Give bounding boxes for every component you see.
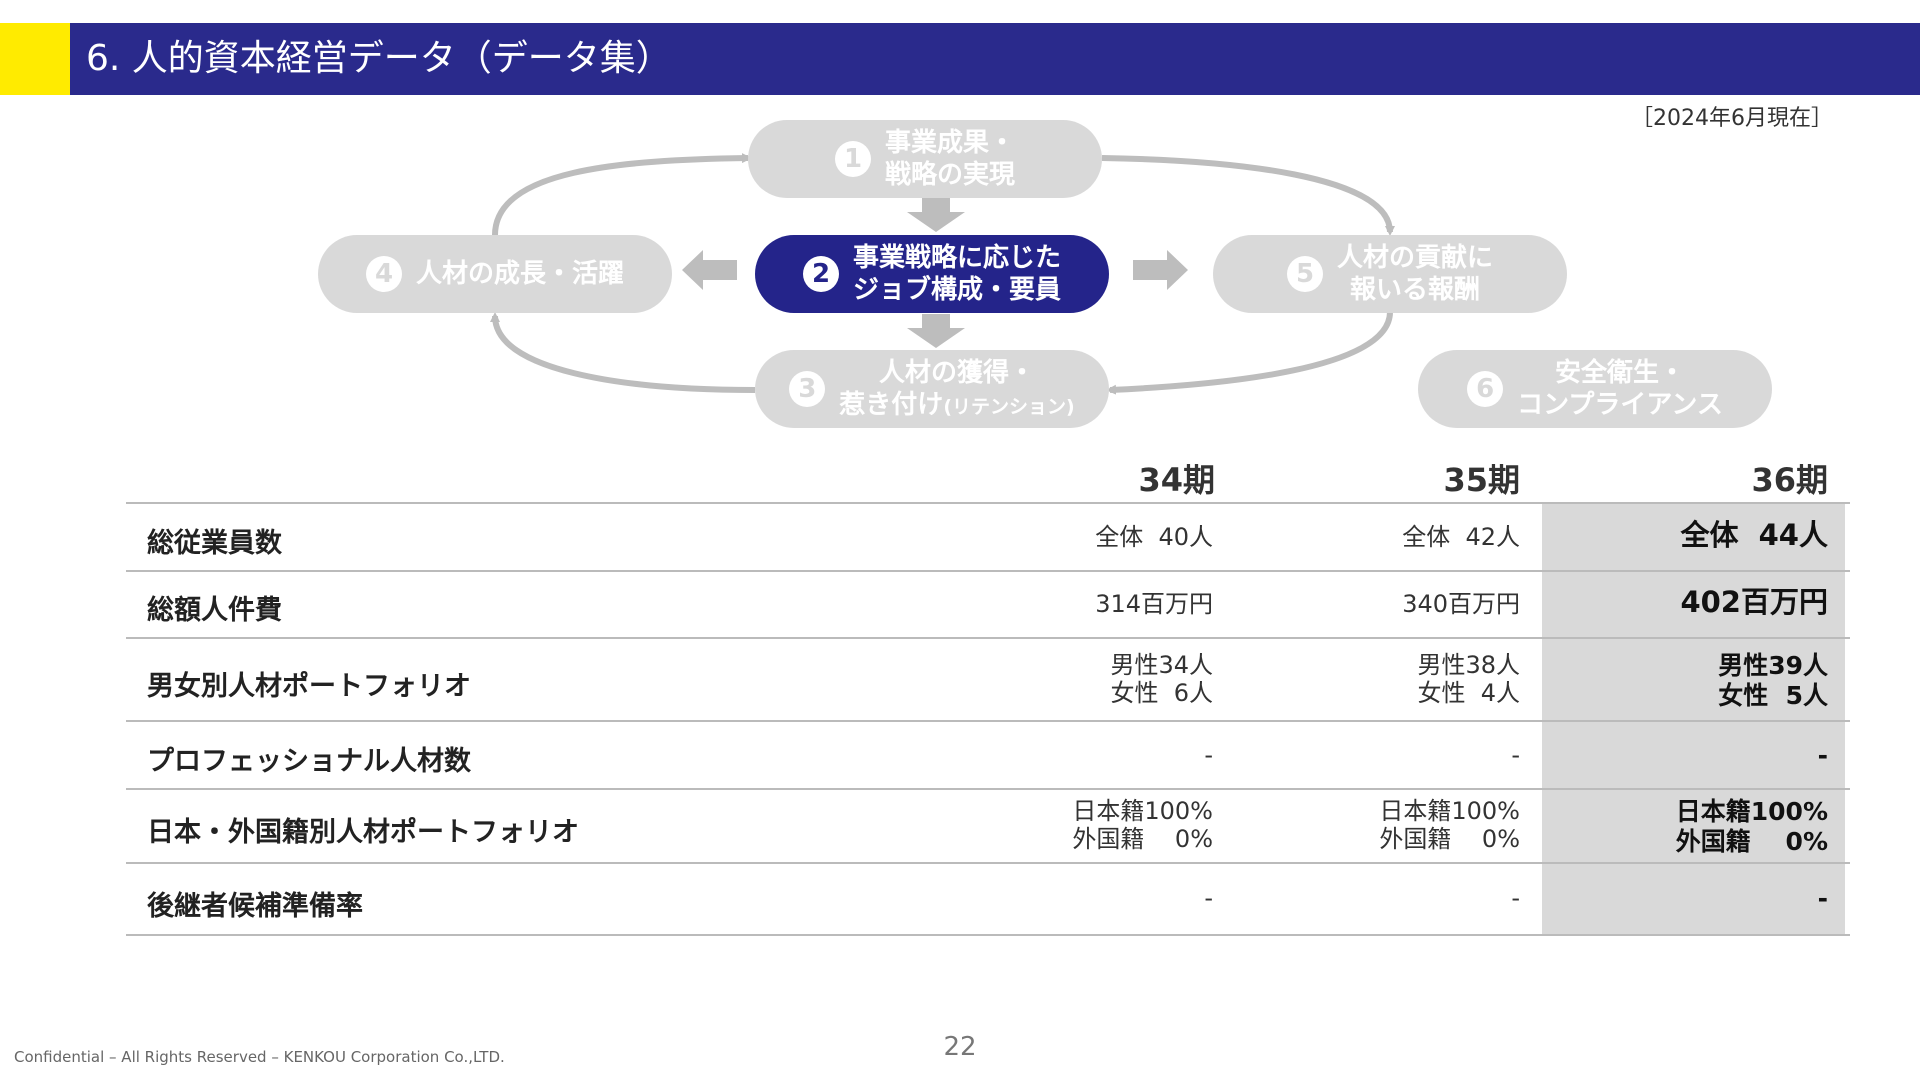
date-note: ［2024年6月現在］: [1631, 106, 1833, 131]
cell-nationality-34: 日本籍100% 外国籍 0%: [1072, 797, 1213, 854]
cycle-arrows: [490, 153, 1395, 395]
row-label-professional: プロフェッショナル人材数: [147, 746, 471, 777]
row-label-successor-rate: 後継者候補準備率: [147, 891, 363, 922]
table-rule: [126, 862, 1850, 864]
cell-successor-36: -: [1817, 884, 1828, 913]
arrow-3-to-4: [490, 312, 756, 393]
arrow-2-to-3: [907, 314, 965, 348]
cell-professional-35: -: [1511, 741, 1520, 769]
cell-cost-34: 314百万円: [1095, 590, 1213, 618]
cycle-number-2: 2: [802, 256, 839, 292]
cycle-item-6-line1: 安全衛生・: [1554, 357, 1685, 388]
row-label-total-employees: 総従業員数: [147, 528, 282, 559]
cycle-item-2-line1: 事業戦略に応じた: [852, 242, 1061, 273]
cycle-item-1: 1 事業成果・戦略の実現: [748, 120, 1102, 198]
row-label-nationality-portfolio: 日本・外国籍別人材ポートフォリオ: [147, 817, 579, 848]
cycle-number-6: 6: [1467, 371, 1504, 407]
row-label-personnel-cost: 総額人件費: [147, 595, 282, 626]
table-rule: [126, 637, 1850, 639]
cycle-item-2-line2: ジョブ構成・要員: [852, 275, 1061, 305]
cycle-item-3: 3 人材の獲得・惹き付け(リテンション): [755, 350, 1109, 428]
cycle-item-5-line2: 報いる報酬: [1349, 275, 1480, 305]
cell-gender-35: 男性38人 女性 4人: [1417, 651, 1520, 708]
arrow-2-to-5: [1133, 250, 1188, 290]
cycle-item-1-line1: 事業成果・: [884, 127, 1015, 158]
cycle-item-6-line2: コンプライアンス: [1517, 390, 1723, 420]
cell-successor-35: -: [1511, 884, 1520, 912]
cell-professional-34: -: [1204, 741, 1213, 769]
cycle-item-5: 5 人材の貢献に報いる報酬: [1213, 235, 1567, 313]
table-rule-top: [126, 502, 1850, 504]
cycle-number-4: 4: [365, 256, 402, 292]
cell-cost-36: 402百万円: [1680, 585, 1828, 619]
header-accent: [0, 23, 70, 95]
cycle-number-3: 3: [789, 371, 826, 407]
cell-gender-36: 男性39人 女性 5人: [1718, 651, 1828, 710]
arrow-1-to-5: [1101, 155, 1395, 236]
cycle-item-3-line1: 人材の獲得・: [878, 357, 1035, 388]
cell-employees-34: 全体 40人: [1095, 523, 1213, 551]
cell-professional-36: -: [1817, 741, 1828, 770]
cycle-item-4-line1: 人材の成長・活躍: [415, 258, 624, 289]
cycle-item-2: 2 事業戦略に応じたジョブ構成・要員: [755, 235, 1109, 313]
cell-nationality-36: 日本籍100% 外国籍 0%: [1675, 797, 1828, 856]
cycle-item-4: 4 人材の成長・活躍: [318, 235, 672, 313]
arrow-5-to-3: [1106, 311, 1393, 395]
table-rule-bottom: [126, 934, 1850, 936]
arrow-1-to-2: [907, 198, 965, 232]
page-number: 22: [943, 1032, 977, 1062]
table-rule: [126, 570, 1850, 572]
cycle-number-5: 5: [1286, 256, 1323, 292]
cycle-item-3-line2-small: (リテンション): [943, 396, 1075, 418]
cycle-item-5-line1: 人材の貢献に: [1336, 242, 1493, 273]
table-rule: [126, 720, 1850, 722]
cell-employees-35: 全体 42人: [1402, 523, 1520, 551]
table-rule: [126, 788, 1850, 790]
cycle-number-1: 1: [834, 141, 871, 177]
cycle-item-1-line2: 戦略の実現: [884, 160, 1015, 190]
cycle-item-6: 6 安全衛生・コンプライアンス: [1418, 350, 1772, 428]
cell-gender-34: 男性34人 女性 6人: [1110, 651, 1213, 708]
cell-nationality-35: 日本籍100% 外国籍 0%: [1379, 797, 1520, 854]
page-title: 6. 人的資本経営データ（データ集）: [86, 38, 672, 79]
footer-copyright: Confidential – All Rights Reserved – KEN…: [14, 1048, 505, 1066]
column-header-36: 36期: [1751, 461, 1828, 499]
cell-successor-34: -: [1204, 884, 1213, 912]
row-label-gender-portfolio: 男女別人材ポートフォリオ: [147, 671, 471, 702]
arrow-2-to-4: [682, 250, 737, 290]
header-bar: [70, 23, 1920, 95]
column-header-35: 35期: [1443, 461, 1520, 499]
cell-employees-36: 全体 44人: [1680, 518, 1828, 552]
cycle-item-3-line2: 惹き付け: [839, 390, 944, 420]
cell-cost-35: 340百万円: [1402, 590, 1520, 618]
arrow-4-to-1: [492, 153, 752, 236]
highlight-column-36: [1542, 503, 1845, 935]
column-header-34: 34期: [1138, 461, 1215, 499]
